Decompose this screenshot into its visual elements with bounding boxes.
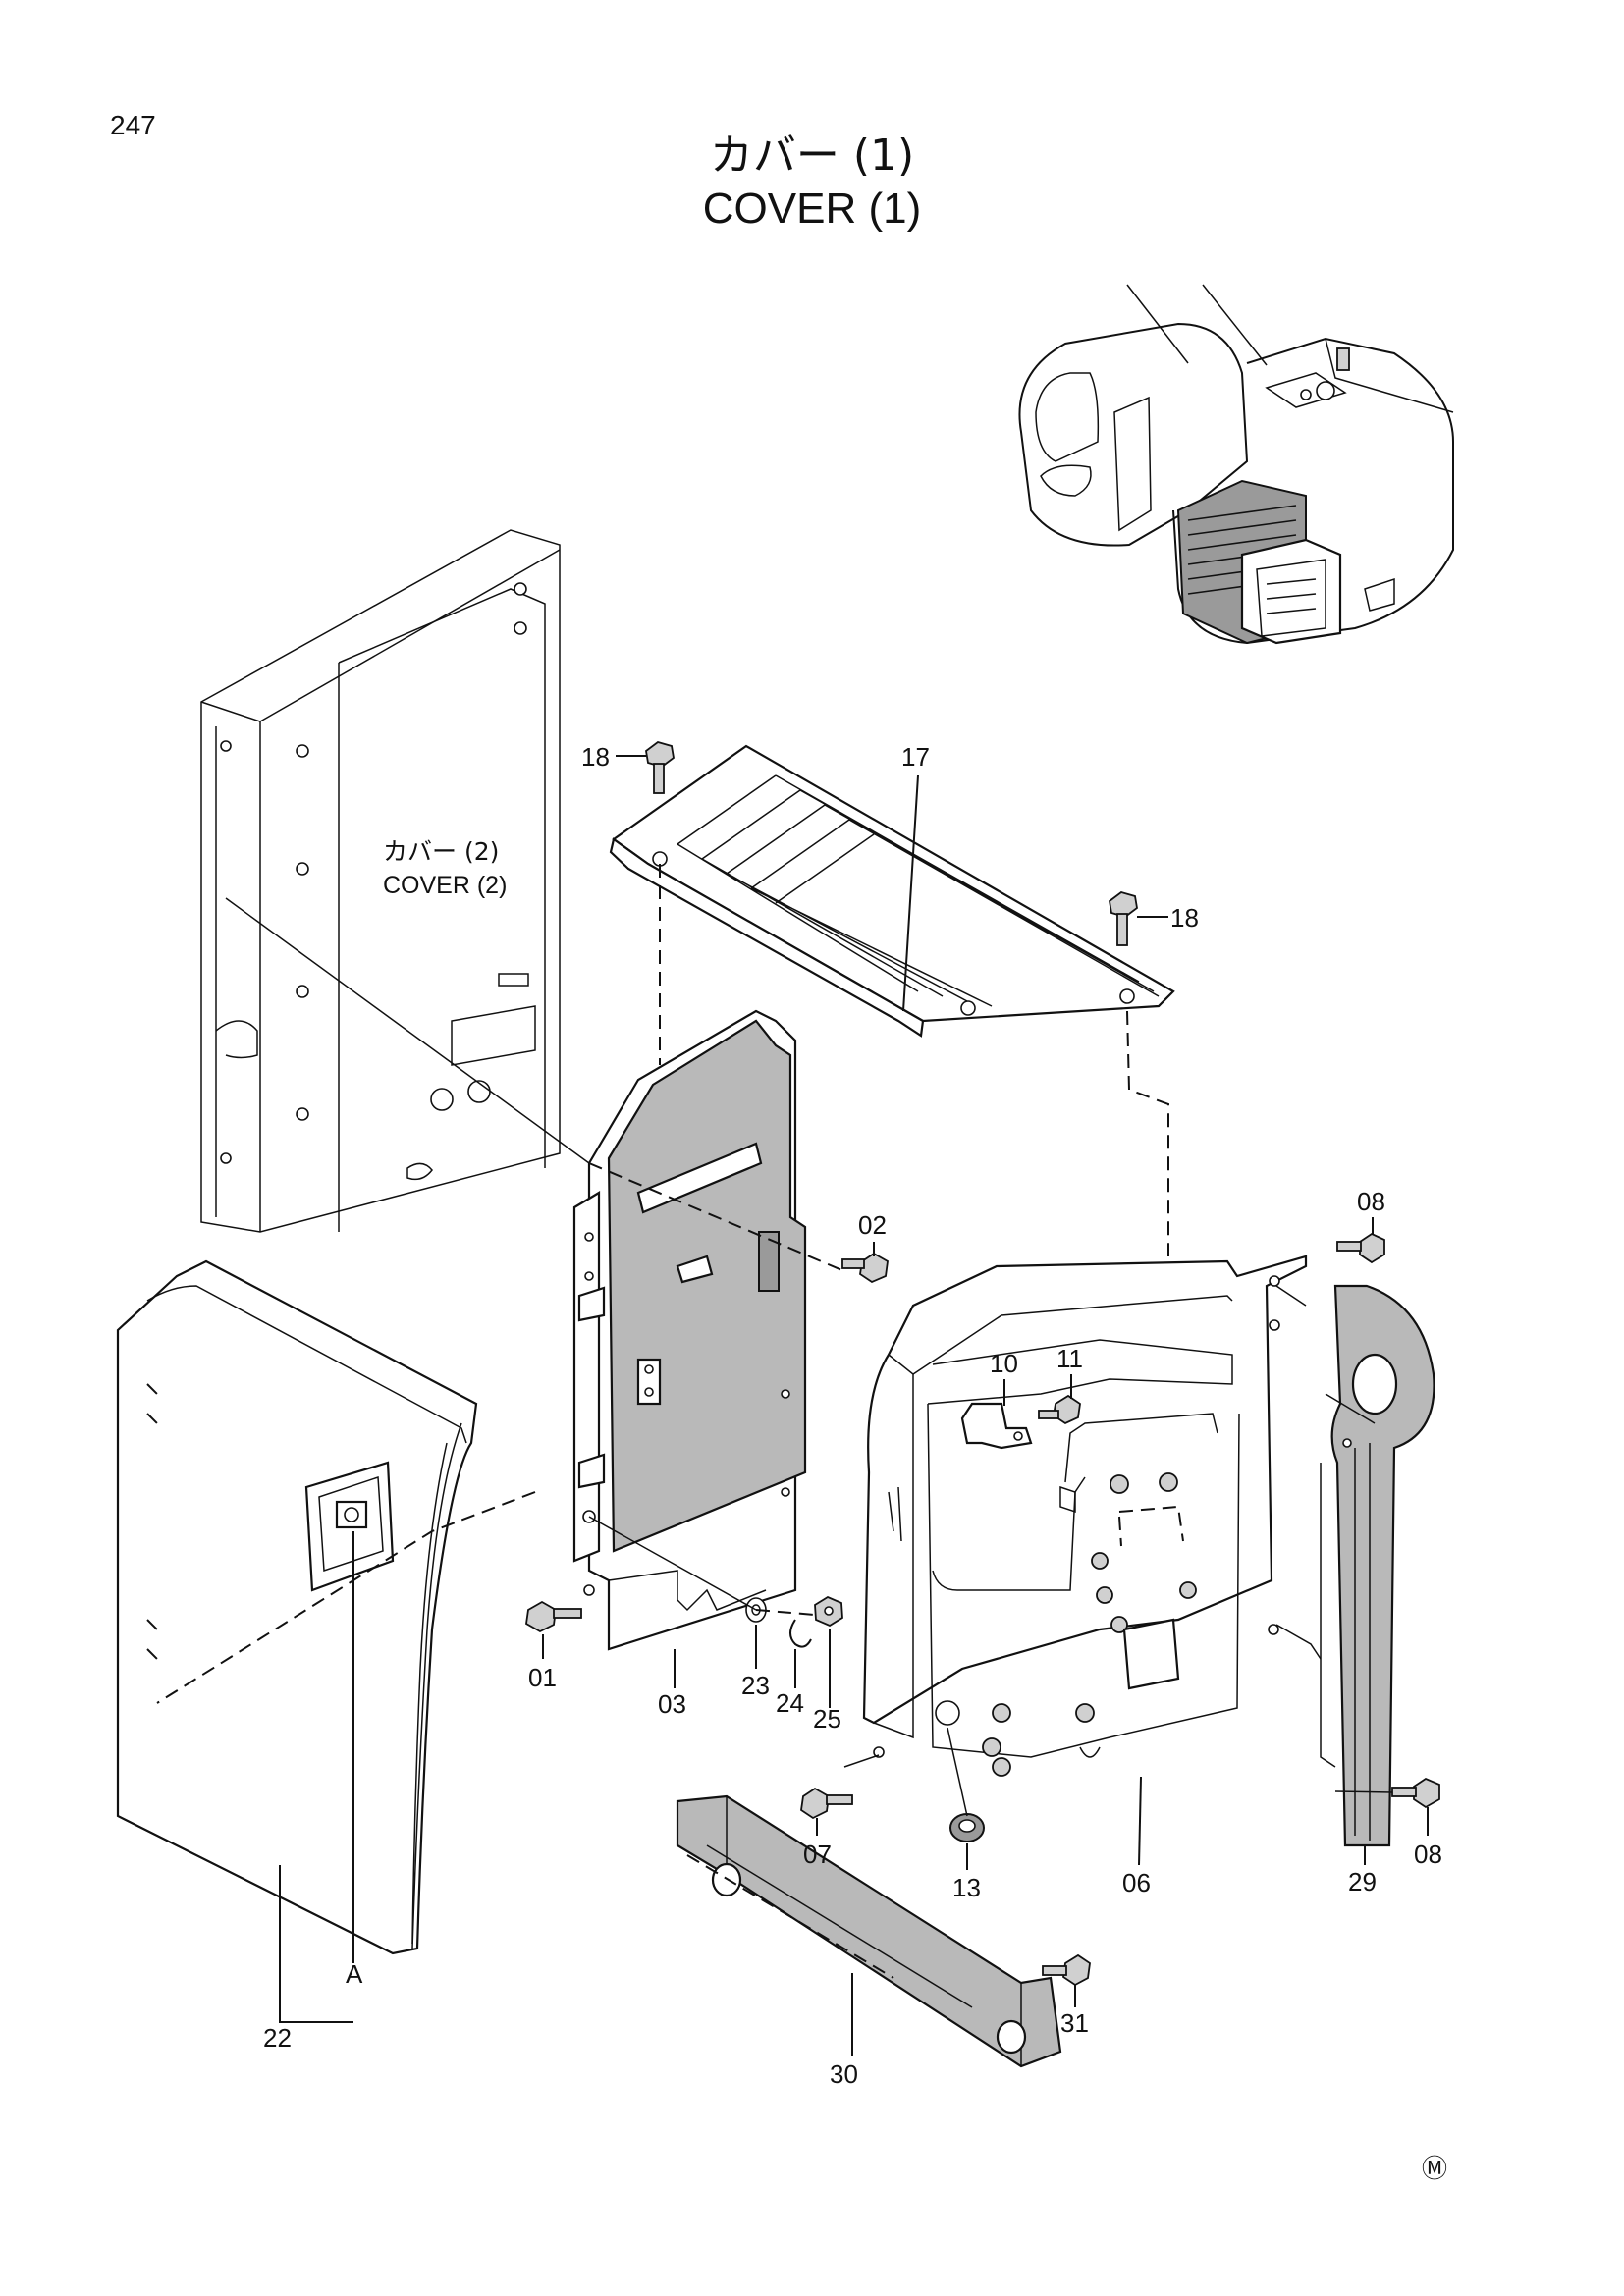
callout-17: 17 [901,742,930,772]
page-number: 247 [110,110,156,140]
grille-17 [609,744,1175,1038]
seal-30 [676,1794,1062,2068]
callout-23: 23 [741,1671,770,1700]
page-title-english: COVER (1) [702,185,922,233]
bolt-08-bottom [1391,1777,1440,1809]
bracket-03 [572,1009,807,1651]
callout-02: 02 [858,1210,887,1240]
seal-29 [1320,1284,1435,1847]
bolt-01 [525,1600,582,1633]
grommet-13 [949,1813,985,1842]
nut-25 [814,1595,843,1628]
bolt-11 [1038,1394,1081,1425]
bolt-18-right [1109,891,1138,946]
callout-03: 03 [658,1689,686,1719]
callout-24: 24 [776,1688,804,1718]
lock-washer-24 [789,1619,812,1648]
cover-2-label-en: COVER (2) [383,872,507,899]
cover-2-reference-panel: カバー (2) COVER (2) [200,529,561,1233]
callout-18-right: 18 [1170,903,1199,933]
callout-06: 06 [1122,1868,1151,1897]
callout-29: 29 [1348,1867,1377,1896]
machine-overview-illustration [1018,284,1454,645]
bolt-31 [1042,1953,1091,1987]
callout-22: 22 [263,2023,292,2053]
leader-lines [279,755,1429,2056]
title-block: カバー (1) COVER (1) [0,130,1624,236]
callout-08-bottom: 08 [1414,1840,1442,1869]
callout-18-left: 18 [581,742,610,772]
callout-13: 13 [952,1873,981,1902]
cover-2-label-jp: カバー (2) [383,837,499,866]
bolt-07 [800,1787,853,1820]
page-title-japanese: カバー (1) [709,131,915,181]
callout-11: 11 [1056,1344,1083,1373]
callout-01: 01 [528,1663,557,1692]
panel-06 [862,1255,1308,1777]
callout-07: 07 [803,1840,832,1869]
bolt-18-left [645,741,675,794]
assembly-guide-lines [156,864,1393,1979]
clip-10 [960,1402,1033,1450]
callout-labels: 18 17 18 08 02 10 11 01 23 24 25 03 07 1… [263,742,1442,2089]
callout-25: 25 [813,1704,841,1734]
callout-10: 10 [990,1349,1018,1378]
bolt-02 [841,1252,889,1284]
callout-A: A [346,1959,363,1989]
callout-31: 31 [1060,2008,1089,2038]
door-cover-22 [116,1259,478,1955]
bolt-08-top [1336,1232,1385,1264]
callout-30: 30 [830,2059,858,2089]
callout-08-top: 08 [1357,1187,1385,1216]
catalog-mark: Ⓜ [1422,2154,1447,2183]
